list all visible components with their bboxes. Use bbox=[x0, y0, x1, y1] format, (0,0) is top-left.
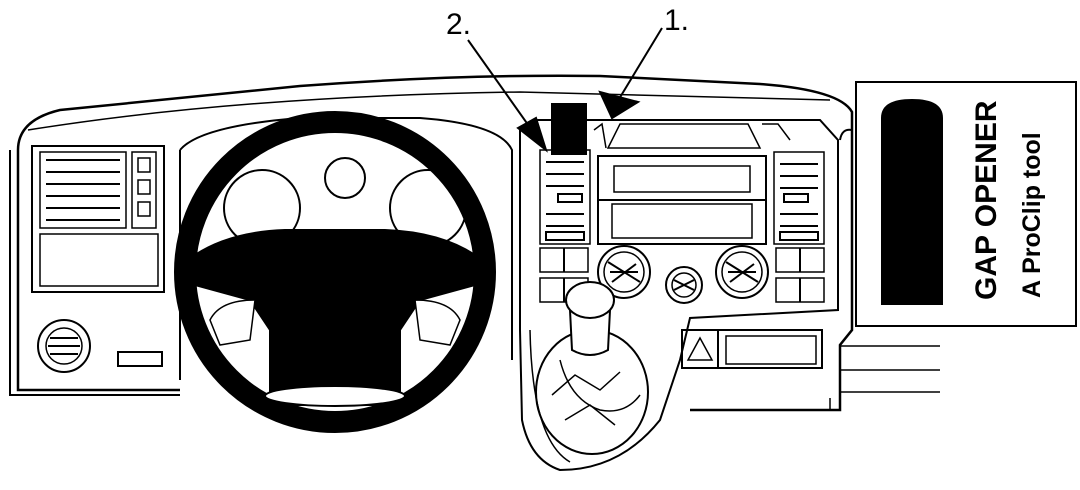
dashboard-outline bbox=[9, 74, 940, 412]
climate-knob-right bbox=[715, 245, 769, 299]
left-vent-panel bbox=[31, 145, 165, 293]
dashboard-right-edge bbox=[839, 128, 853, 141]
steering-wheel bbox=[174, 111, 496, 433]
hazard-switch bbox=[681, 329, 823, 369]
tool-subtitle: A ProClip tool bbox=[1018, 132, 1046, 298]
gear-shifter bbox=[535, 281, 649, 455]
info-display bbox=[593, 122, 791, 149]
tool-title: GAP OPENER bbox=[970, 100, 1003, 300]
arrow-2 bbox=[467, 39, 548, 153]
centre-vent-right bbox=[773, 151, 825, 245]
climate-knob-left bbox=[597, 245, 651, 299]
radio-unit bbox=[597, 155, 767, 245]
climate-knob-centre bbox=[665, 266, 703, 304]
light-switch bbox=[37, 319, 91, 373]
gap-opener-inset: GAP OPENER A ProClip tool bbox=[855, 81, 1077, 327]
gap-opener-tool-icon bbox=[881, 98, 943, 305]
marker-1-label: 1. bbox=[664, 4, 689, 37]
small-slot bbox=[117, 351, 163, 367]
centre-vent-left bbox=[539, 149, 591, 245]
arrow-1 bbox=[598, 27, 663, 120]
marker-2-label: 2. bbox=[446, 8, 471, 41]
climate-controls bbox=[539, 247, 825, 303]
mount-bracket bbox=[551, 103, 587, 155]
